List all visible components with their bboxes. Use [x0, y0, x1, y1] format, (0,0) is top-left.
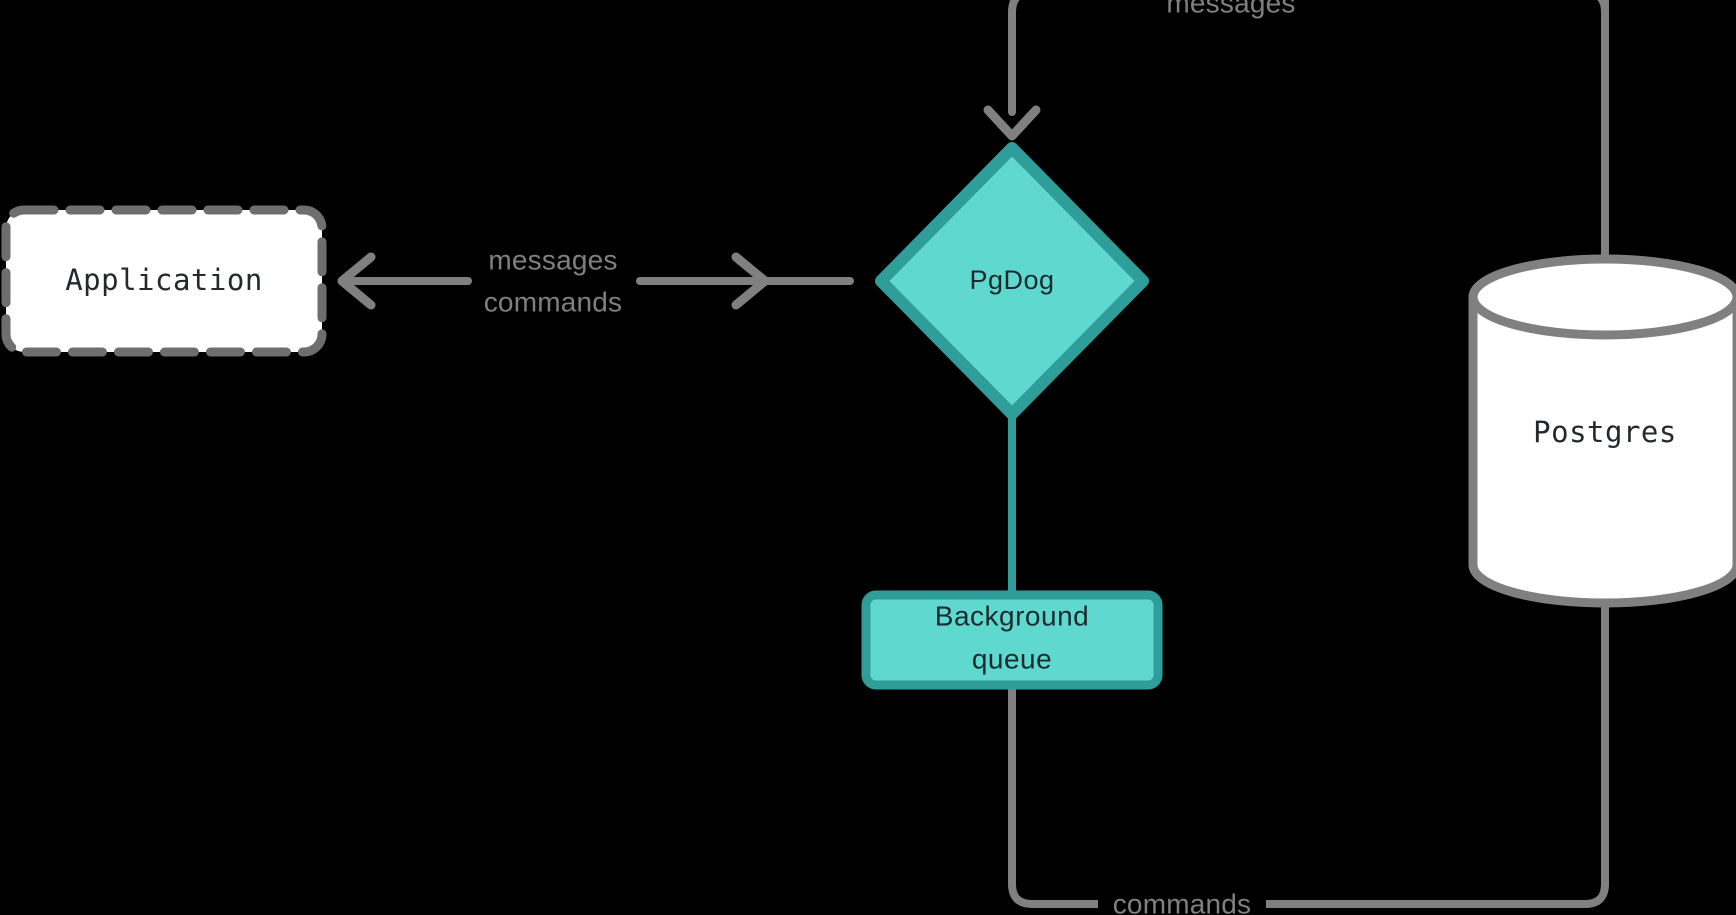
pgdog-label: PgDog [969, 265, 1054, 295]
edge-label-messages-middle: messages [488, 244, 617, 275]
node-background-queue[interactable]: Background queue [861, 590, 1163, 690]
node-application[interactable]: Application [1, 205, 327, 357]
background-queue-box[interactable] [861, 590, 1163, 690]
node-postgres[interactable]: Postgres [1468, 254, 1736, 608]
pgdog-diamond[interactable] [875, 142, 1149, 420]
edge-line-queue-postgres [1008, 598, 1609, 908]
edge-postgres-to-pgdog: messages [983, 0, 1609, 277]
node-pgdog[interactable]: PgDog [875, 142, 1149, 420]
edge-label-messages-top: messages [1166, 0, 1295, 18]
edge-line-postgres-pgdog [1008, 0, 1609, 277]
edge-label-backdrop-commands-bottom [1098, 889, 1266, 915]
postgres-body[interactable] [1468, 292, 1736, 608]
edge-queue-to-postgres: commands [1008, 555, 1634, 915]
arrowhead-into-pgdog-left [731, 252, 770, 310]
edge-label-backdrop-messages-top [1148, 0, 1314, 16]
edge-app-to-pgdog: messages commands [337, 244, 854, 317]
arrowhead-into-application [337, 252, 376, 310]
application-box[interactable] [1, 205, 327, 357]
postgres-top-ellipse [1468, 254, 1736, 340]
edge-label-commands-bottom: commands [1113, 888, 1252, 915]
arrowhead-into-pgdog [983, 105, 1041, 141]
application-label: Application [65, 263, 263, 297]
background-queue-label-line2: queue [972, 643, 1052, 674]
postgres-label: Postgres [1533, 415, 1677, 449]
edge-label-commands-middle: commands [484, 286, 623, 317]
background-queue-label-line1: Background [935, 600, 1089, 631]
